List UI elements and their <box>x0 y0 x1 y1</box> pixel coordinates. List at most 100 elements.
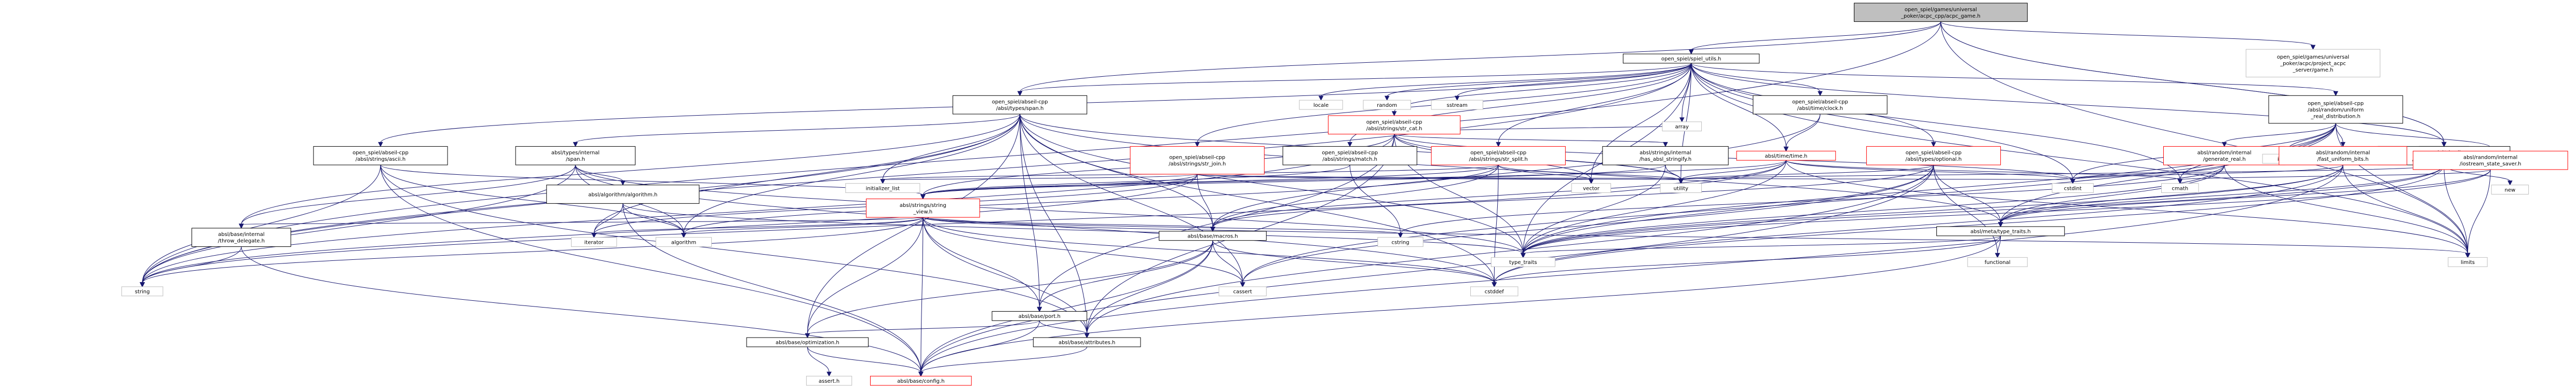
node-iostream_saver[interactable]: absl/random/internal/iostream_state_save… <box>2412 150 2568 170</box>
edge-root-to-memory <box>1940 21 2445 143</box>
node-label-algorithm-line-0: algorithm <box>671 240 696 245</box>
edge-uniform_real-to-limits <box>2335 123 2468 254</box>
node-string_view[interactable]: absl/strings/string_view.h <box>866 198 980 218</box>
node-label-ascii_h-line-0: open_spiel/abseil-cpp <box>352 150 409 156</box>
node-iterator[interactable]: iterator <box>571 237 617 247</box>
node-cstdint[interactable]: cstdint <box>2052 183 2094 193</box>
node-algorithm_h[interactable]: absl/algorithm/algorithm.h <box>546 185 700 204</box>
node-label-spiel_utils-line-0: open_spiel/spiel_utils.h <box>1661 57 1721 62</box>
node-cmath[interactable]: cmath <box>2161 183 2199 193</box>
edge-uniform_real-to-iostream_saver <box>2335 123 2491 148</box>
node-vector[interactable]: vector <box>1571 183 1611 193</box>
node-box-assert_h <box>806 375 852 386</box>
node-fast_uniform[interactable]: absl/random/internal/fast_uniform_bits.h <box>2279 146 2407 165</box>
arrowhead-spiel_utils-to-locale <box>1318 95 1324 101</box>
node-label-has_stringify-line-0: absl/strings/internal <box>1639 150 1691 156</box>
arrowhead-spiel_utils-to-optional_h <box>1931 142 1936 147</box>
node-attributes_h[interactable]: absl/base/attributes.h <box>1033 337 1141 347</box>
node-config_h[interactable]: absl/base/config.h <box>870 375 972 386</box>
node-new[interactable]: new <box>2491 185 2529 195</box>
node-has_stringify[interactable]: absl/strings/internal/has_absl_stringify… <box>1602 146 1729 165</box>
node-box-sstream <box>1431 100 1483 110</box>
node-str_cat[interactable]: open_spiel/abseil-cpp/absl/strings/str_c… <box>1327 115 1461 135</box>
edge-span_h-to-macros_h <box>1020 114 1213 228</box>
node-box-new <box>2491 185 2529 195</box>
node-box-cstdint <box>2052 183 2094 193</box>
node-cstring[interactable]: cstring <box>1377 237 1423 247</box>
edge-memory_h-to-type_traits <box>1523 165 2445 254</box>
edge-uniform_real-to-generate_real <box>2224 123 2336 143</box>
edge-optional_h-to-attributes_h <box>1087 165 1934 334</box>
arrowhead-spiel_utils-to-clock_h <box>1818 91 1823 96</box>
node-functional[interactable]: functional <box>1967 257 2028 267</box>
edge-internal_span-to-type_traits <box>575 165 1524 254</box>
node-type_traits_h[interactable]: absl/meta/type_traits.h <box>1936 226 2065 236</box>
edge-span_h-to-type_traits <box>1020 114 1524 254</box>
node-box-type_traits_h <box>1936 226 2065 236</box>
node-match_h[interactable]: open_spiel/abseil-cpp/absl/strings/match… <box>1282 146 1417 165</box>
node-random[interactable]: random <box>1363 100 1411 110</box>
node-label-uniform_real-line-2: _real_distribution.h <box>2310 114 2360 119</box>
node-box-cassert <box>1218 286 1267 297</box>
arrowhead-spiel_utils-to-sstream <box>1454 95 1460 101</box>
arrowhead-string_view-to-iterator <box>591 233 596 238</box>
node-port_h[interactable]: absl/base/port.h <box>992 311 1088 321</box>
edge-fast_uniform-to-cstdint <box>2072 164 2343 180</box>
node-macros_h[interactable]: absl/base/macros.h <box>1159 231 1267 241</box>
node-game_h[interactable]: open_spiel/games/universal_poker/acpc/pr… <box>2245 49 2381 78</box>
edge-ascii_h-to-config_h <box>380 165 921 373</box>
node-ascii_h[interactable]: open_spiel/abseil-cpp/absl/strings/ascii… <box>313 146 448 165</box>
edge-type_traits_h-to-config_h <box>920 235 2001 373</box>
node-throw_delegate[interactable]: absl/base/internal/throw_delegate.h <box>191 228 291 247</box>
edge-internal_span-to-algorithm_h <box>575 164 623 182</box>
node-str_join[interactable]: open_spiel/abseil-cpp/absl/strings/str_j… <box>1130 146 1265 175</box>
node-str_split[interactable]: open_spiel/abseil-cpp/absl/strings/str_s… <box>1431 146 1566 165</box>
edge-macros_h-to-config_h <box>920 240 1213 373</box>
arrowhead-macros_h-to-port_h <box>1037 307 1042 312</box>
node-internal_span[interactable]: absl/types/internal/span.h <box>515 146 636 165</box>
edge-uniform_real-to-type_traits <box>1523 123 2336 254</box>
node-cstddef[interactable]: cstddef <box>1470 286 1519 297</box>
edge-span_h-to-algorithm <box>683 114 1021 234</box>
node-box-clock_h <box>1753 95 1888 115</box>
node-array[interactable]: array <box>1662 121 1702 132</box>
edge-iostream_saver-to-cmath <box>2179 169 2491 180</box>
node-optional_h[interactable]: open_spiel/abseil-cpp/absl/types/optiona… <box>1866 146 2001 165</box>
edge-iostream_saver-to-type_traits <box>1523 169 2491 254</box>
edge-optional_h-to-type_traits_h <box>1933 165 2001 223</box>
node-span_h[interactable]: open_spiel/abseil-cpp/absl/types/span.h <box>952 95 1088 115</box>
node-label-new-line-0: new <box>2505 187 2516 193</box>
node-limits[interactable]: limits <box>2448 257 2488 267</box>
node-locale[interactable]: locale <box>1299 100 1343 110</box>
node-box-port_h <box>992 311 1088 321</box>
node-clock_h[interactable]: open_spiel/abseil-cpp/absl/time/clock.h <box>1753 95 1888 115</box>
node-time_h[interactable]: absl/time/time.h <box>1736 150 1836 161</box>
edge-optimization_h-to-assert_h <box>807 346 830 373</box>
node-label-sstream-line-0: sstream <box>1447 103 1468 108</box>
arrowhead-root-to-spiel_utils <box>1688 49 1694 55</box>
node-box-cmath <box>2161 183 2199 193</box>
node-box-random <box>1363 100 1411 110</box>
node-cassert[interactable]: cassert <box>1218 286 1267 297</box>
node-spiel_utils[interactable]: open_spiel/spiel_utils.h <box>1623 53 1760 64</box>
node-label-iostream_saver-line-0: absl/random/internal <box>2463 155 2517 161</box>
node-label-throw_delegate-line-1: /throw_delegate.h <box>218 239 265 244</box>
edge-span_h-to-cassert <box>1020 114 1243 283</box>
node-algorithm[interactable]: algorithm <box>655 237 712 247</box>
node-type_traits[interactable]: type_traits <box>1490 257 1555 267</box>
edge-string_view-to-macros_h <box>923 217 1213 228</box>
node-uniform_real[interactable]: open_spiel/abseil-cpp/absl/random/unifor… <box>2268 95 2403 124</box>
node-box-iterator <box>571 237 617 247</box>
node-sstream[interactable]: sstream <box>1431 100 1483 110</box>
node-string[interactable]: string <box>121 286 164 297</box>
node-utility[interactable]: utility <box>1660 183 1702 193</box>
node-label-cstring-line-0: cstring <box>1391 240 1409 245</box>
edge-type_traits_h-to-type_traits <box>1523 235 2001 254</box>
node-optimization_h[interactable]: absl/base/optimization.h <box>746 337 869 347</box>
node-initializer_list[interactable]: initializer_list <box>845 183 920 193</box>
edge-iostream_saver-to-type_traits_h <box>2000 169 2491 224</box>
node-box-root <box>1854 3 2028 22</box>
node-assert_h[interactable]: assert.h <box>806 375 852 386</box>
node-root[interactable]: open_spiel/games/universal_poker/acpc_cp… <box>1854 3 2028 22</box>
